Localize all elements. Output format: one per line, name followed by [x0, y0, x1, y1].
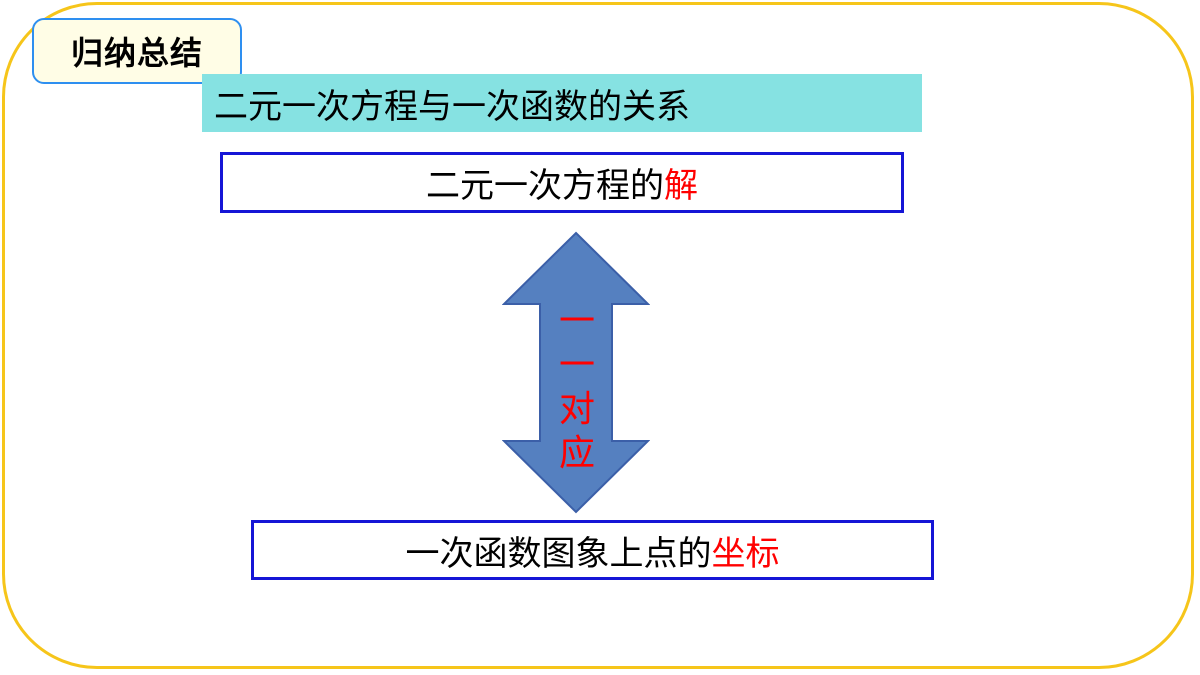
correspondence-label: 一 一 对 应 [552, 300, 602, 476]
section-tag: 归纳总结 [32, 18, 242, 84]
graph-point-highlight: 坐标 [711, 533, 780, 574]
double-arrow-icon [502, 231, 650, 514]
equation-solution-highlight: 解 [664, 166, 698, 206]
subtitle-text: 二元一次方程与一次函数的关系 [214, 86, 690, 127]
equation-solution-box: 二元一次方程的解 [220, 152, 904, 213]
double-arrow-shape [502, 231, 650, 514]
correspondence-char: 一 [558, 301, 595, 342]
graph-point-text: 一次函数图象上点的 [405, 533, 712, 574]
correspondence-char: 对 [558, 389, 595, 430]
graph-point-box: 一次函数图象上点的坐标 [251, 520, 934, 580]
equation-solution-text: 二元一次方程的 [426, 166, 664, 206]
subtitle-bar: 二元一次方程与一次函数的关系 [202, 74, 922, 132]
correspondence-char: 一 [558, 345, 595, 386]
section-tag-label: 归纳总结 [70, 34, 203, 72]
correspondence-char: 应 [558, 433, 595, 474]
